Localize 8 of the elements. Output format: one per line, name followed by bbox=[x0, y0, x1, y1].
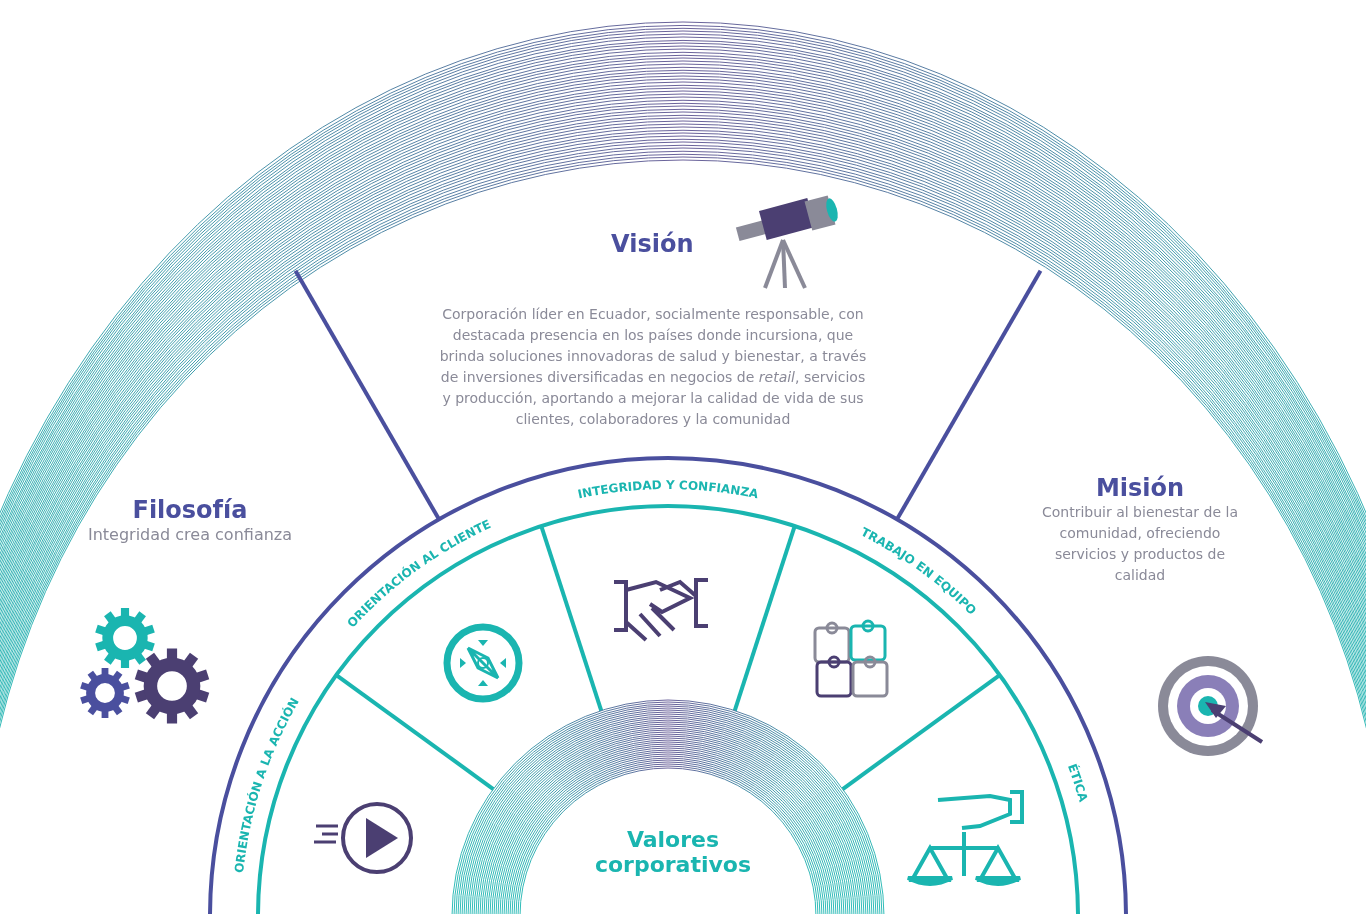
value-label: INTEGRIDAD Y CONFIANZA bbox=[576, 478, 760, 502]
section-heading: Visión bbox=[611, 230, 694, 258]
center-heading: Valores corporativos bbox=[568, 827, 778, 877]
section-text: Integridad crea confianza bbox=[86, 524, 294, 545]
section-text: Contribuir al bienestar de la comunidad, ofreciendo servicios y productos de calidad bbox=[1041, 503, 1239, 585]
section-text: Corporación líder en Ecuador, socialmente responsable, con destacada presencia en los países donde incursiona, que brinda soluciones innovadoras de salud y bienestar, a través de inversiones diversificadas en negocios de retail, servicios y producción, aportando a mejorar la calidad de vida de sus clientes, colaboradores y la comunidad bbox=[438, 305, 868, 429]
section-heading: Misión bbox=[1095, 474, 1185, 502]
section-heading: Filosofía bbox=[132, 496, 248, 524]
